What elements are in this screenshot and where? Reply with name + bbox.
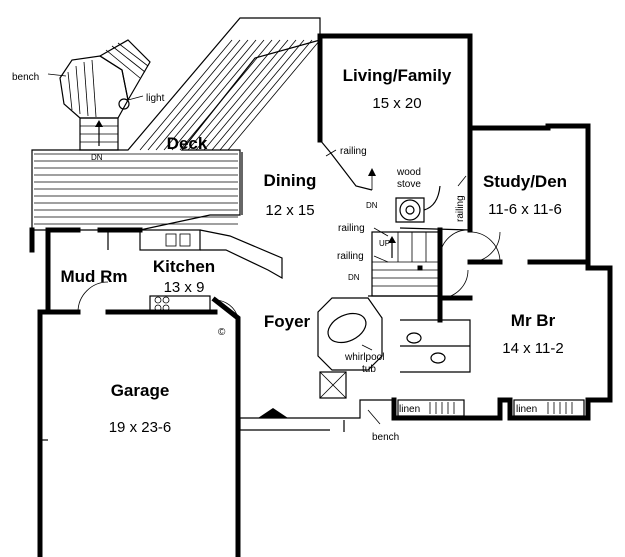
- railing-label-1: railing: [340, 146, 367, 157]
- railing-vertical-label: railing: [455, 195, 466, 222]
- railing-label-3: railing: [337, 251, 364, 262]
- bath-fixtures: [406, 332, 446, 364]
- lower-dn-label: DN: [348, 273, 360, 282]
- kitchen-label: Kitchen: [153, 257, 215, 276]
- linen-label-2: linen: [516, 404, 537, 415]
- light-label: light: [146, 93, 165, 104]
- wood-stove-label-2: stove: [397, 179, 421, 190]
- exterior-walls: [29, 33, 613, 557]
- living-family-dim: 15 x 20: [372, 95, 421, 112]
- door-swings: [77, 229, 501, 319]
- kitchen-counters: [107, 229, 283, 313]
- deck-area: [31, 17, 321, 231]
- foyer-label: Foyer: [264, 312, 311, 331]
- dining-label: Dining: [264, 171, 317, 190]
- stair-dn-label: DN: [366, 201, 378, 210]
- wood-stove-icon: [395, 185, 441, 223]
- annotation-labels: bench light DN railing wood stove DN rai…: [12, 72, 537, 443]
- garage-front: [40, 408, 345, 441]
- master-bedroom-dim: 14 x 11-2: [502, 340, 563, 357]
- railing-label-2: railing: [338, 223, 365, 234]
- whirlpool-tub-icon: [327, 312, 367, 344]
- bench-platform: [47, 39, 151, 119]
- kitchen-dim: 13 x 9: [164, 279, 205, 296]
- study-den-label: Study/Den: [483, 172, 567, 191]
- room-labels: Living/Family 15 x 20 Deck Dining 12 x 1…: [60, 66, 567, 436]
- living-family-label: Living/Family: [343, 66, 452, 85]
- copyright-mark: ©: [218, 327, 226, 338]
- master-bedroom-label: Mr Br: [511, 311, 556, 330]
- garage-label: Garage: [111, 381, 170, 400]
- bench-bottom-label: bench: [372, 432, 399, 443]
- deck-dn-label: DN: [91, 153, 103, 162]
- whirlpool-label-2: tub: [362, 364, 376, 375]
- mud-room-label: Mud Rm: [60, 267, 127, 286]
- deck-label: Deck: [167, 134, 208, 153]
- stairs: [371, 231, 441, 297]
- wood-stove-label-1: wood: [396, 167, 421, 178]
- study-den-dim: 11-6 x 11-6: [488, 201, 562, 218]
- whirlpool-label-1: whirlpool: [344, 352, 384, 363]
- bench-top-label: bench: [12, 72, 39, 83]
- garage-dim: 19 x 23-6: [109, 419, 172, 436]
- linen-label-1: linen: [399, 404, 420, 415]
- up-label: UP: [379, 239, 390, 248]
- dining-dim: 12 x 15: [265, 202, 314, 219]
- leader-lines: [325, 149, 467, 425]
